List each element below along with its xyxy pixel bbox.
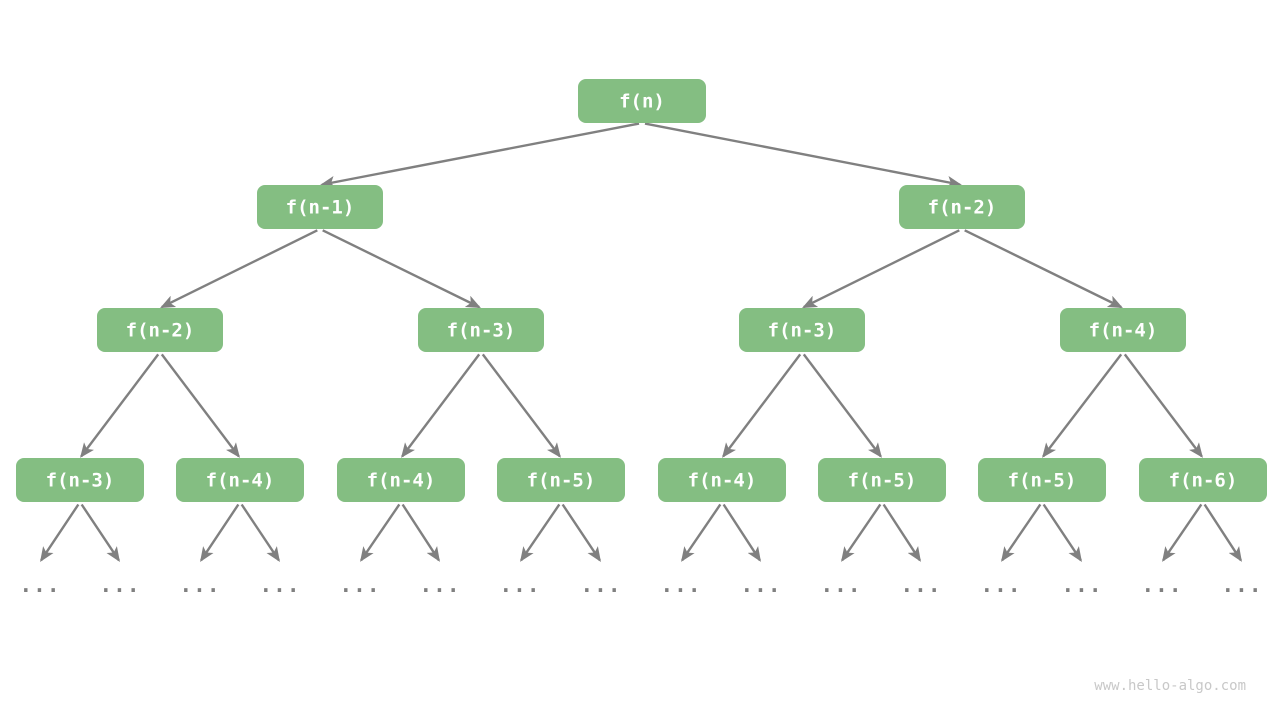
tree-edge-stub: [80, 503, 120, 562]
tree-node-box: [978, 458, 1106, 502]
ellipsis-label: ...: [1062, 573, 1103, 597]
tree-node-label: f(n-4): [688, 470, 757, 492]
ellipsis-label: ...: [260, 573, 301, 597]
tree-node[interactable]: f(n-5): [497, 458, 625, 502]
tree-node-label: f(n-6): [1169, 470, 1238, 492]
tree-edge-stub: [841, 503, 882, 562]
tree-node-box: [739, 308, 865, 352]
tree-edge: [644, 122, 962, 189]
tree-edge-stub: [1042, 503, 1082, 562]
ellipsis-label: ...: [420, 573, 461, 597]
tree-node[interactable]: f(n-2): [97, 308, 223, 352]
ellipsis-label: ...: [20, 573, 61, 597]
tree-node-label: f(n-2): [126, 320, 195, 342]
tree-edge: [964, 229, 1123, 309]
ellipsis-label: ...: [581, 573, 622, 597]
ellipsis-label: ...: [340, 573, 381, 597]
tree-node[interactable]: f(n-2): [899, 185, 1025, 229]
tree-node[interactable]: f(n-4): [1060, 308, 1186, 352]
tree-node-label: f(n-3): [447, 320, 516, 342]
tree-node[interactable]: f(n-4): [176, 458, 304, 502]
leaf-stub-arrows-layer: [40, 503, 1242, 562]
tree-edge-stub: [1162, 503, 1203, 562]
tree-node-box: [497, 458, 625, 502]
tree-node-label: f(n-5): [1008, 470, 1077, 492]
tree-edge: [80, 353, 160, 458]
tree-node-box: [578, 79, 706, 123]
ellipsis-label: ...: [901, 573, 942, 597]
ellipsis-row: ........................................…: [20, 573, 1263, 597]
tree-node-label: f(n-4): [1089, 320, 1158, 342]
edges-layer: [80, 122, 1203, 458]
tree-node[interactable]: f(n-4): [337, 458, 465, 502]
tree-node-label: f(n-3): [768, 320, 837, 342]
ellipsis-label: ...: [821, 573, 862, 597]
ellipsis-label: ...: [500, 573, 541, 597]
watermark-label: www.hello-algo.com: [1094, 678, 1246, 694]
tree-edge-stub: [401, 503, 440, 562]
tree-edge: [481, 353, 561, 458]
tree-node[interactable]: f(n-1): [257, 185, 383, 229]
ellipsis-label: ...: [981, 573, 1022, 597]
tree-node-box: [257, 185, 383, 229]
tree-edge: [722, 353, 802, 458]
tree-edge: [1123, 353, 1203, 458]
tree-edge: [160, 353, 240, 458]
tree-node-box: [658, 458, 786, 502]
tree-edge: [160, 229, 318, 309]
tree-node-label: f(n-2): [928, 197, 997, 219]
tree-node[interactable]: f(n-3): [16, 458, 144, 502]
ellipsis-label: ...: [741, 573, 782, 597]
tree-edge-stub: [360, 503, 401, 562]
tree-node-box: [337, 458, 465, 502]
ellipsis-label: ...: [1222, 573, 1263, 597]
tree-edge: [320, 122, 640, 189]
tree-node[interactable]: f(n-5): [978, 458, 1106, 502]
tree-node-label: f(n-4): [206, 470, 275, 492]
tree-edge-stub: [722, 503, 761, 562]
tree-node-label: f(n-5): [527, 470, 596, 492]
tree-node[interactable]: f(n-4): [658, 458, 786, 502]
tree-node-box: [16, 458, 144, 502]
tree-edge-stub: [681, 503, 722, 562]
tree-edge: [1042, 353, 1123, 458]
tree-node-box: [818, 458, 946, 502]
tree-edge: [802, 353, 882, 458]
tree-edge-stub: [520, 503, 561, 562]
tree-node-label: f(n-4): [367, 470, 436, 492]
tree-node[interactable]: f(n-5): [818, 458, 946, 502]
tree-edge-stub: [200, 503, 240, 562]
tree-edge-stub: [561, 503, 601, 562]
tree-edge: [401, 353, 481, 458]
tree-node-box: [97, 308, 223, 352]
tree-node-label: f(n-3): [46, 470, 115, 492]
tree-edge-stub: [240, 503, 280, 562]
tree-node-box: [1139, 458, 1267, 502]
ellipsis-label: ...: [661, 573, 702, 597]
tree-edge-stub: [1001, 503, 1042, 562]
nodes-layer: f(n) f(n-1) f(n-2) f(n-2) f(n-3) f(n-3) f(n-4)…: [16, 79, 1267, 502]
tree-edge-stub: [882, 503, 921, 562]
tree-node[interactable]: f(n): [578, 79, 706, 123]
tree-node-label: f(n): [619, 91, 665, 113]
tree-edge: [802, 229, 960, 309]
tree-node-box: [176, 458, 304, 502]
ellipsis-label: ...: [100, 573, 141, 597]
tree-node-label: f(n-5): [848, 470, 917, 492]
ellipsis-label: ...: [1142, 573, 1183, 597]
tree-node[interactable]: f(n-6): [1139, 458, 1267, 502]
tree-node-box: [1060, 308, 1186, 352]
tree-edge: [322, 229, 481, 309]
tree-node-box: [418, 308, 544, 352]
tree-node[interactable]: f(n-3): [739, 308, 865, 352]
ellipsis-label: ...: [180, 573, 221, 597]
tree-edge-stub: [40, 503, 80, 562]
tree-edge-stub: [1203, 503, 1242, 562]
tree-node-box: [899, 185, 1025, 229]
tree-node[interactable]: f(n-3): [418, 308, 544, 352]
tree-node-label: f(n-1): [286, 197, 355, 219]
